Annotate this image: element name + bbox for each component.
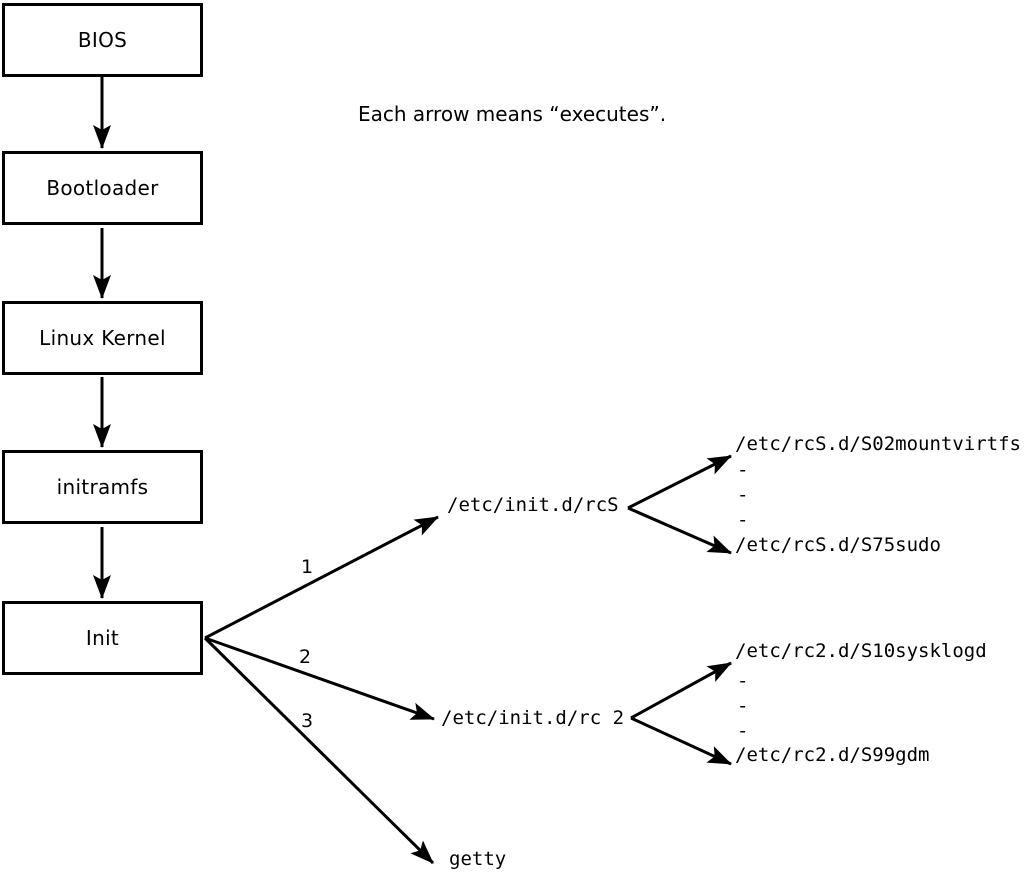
ellipsis-dashes-rcs: - - - [737,458,748,533]
arrow-init-to-rcs [204,515,439,640]
arrow-init-to-getty [203,636,435,865]
arrow-rc2-to-s99gdm [630,716,732,766]
dash: - [737,459,749,481]
diagram-note: Each arrow means “executes”. [358,102,667,126]
arrow-rcs-to-s75sudo [627,506,732,555]
arrow-rc2-to-s10sysklogd [630,661,732,720]
box-init: Init [2,601,203,675]
dash: - [737,720,749,742]
box-initramfs: initramfs [2,450,203,524]
box-init-label: Init [85,626,120,650]
path-label-rcs-d-s75sudo: /etc/rcS.d/S75sudo [735,534,941,556]
path-label-init-d-rcs: /etc/init.d/rcS [447,494,619,516]
path-label-rc2-d-s10sysklogd: /etc/rc2.d/S10sysklogd [735,640,987,662]
path-label-rcs-d-s02mountvirtfs: /etc/rcS.d/S02mountvirtfs [735,433,1021,455]
box-bootloader: Bootloader [2,151,203,225]
ellipsis-dashes-rc2: - - - [737,669,748,744]
box-linux-kernel: Linux Kernel [2,301,203,375]
path-label-getty: getty [449,848,507,870]
branch-1-number: 1 [301,556,314,578]
branch-3-number: 3 [301,710,314,732]
dash: - [737,670,749,692]
dash: - [737,484,749,506]
dash: - [737,695,749,717]
box-bootloader-label: Bootloader [46,176,159,200]
box-bios: BIOS [2,3,203,77]
dash: - [737,509,749,531]
arrow-rcs-to-s02mountvirtfs [627,454,732,510]
path-label-init-d-rc2: /etc/init.d/rc 2 [441,707,625,729]
box-linux-kernel-label: Linux Kernel [39,326,166,350]
path-label-rc2-d-s99gdm: /etc/rc2.d/S99gdm [735,744,930,766]
branch-2-number: 2 [299,646,312,668]
arrow-init-to-rc2 [204,636,435,721]
box-bios-label: BIOS [77,28,128,52]
box-initramfs-label: initramfs [56,475,149,499]
